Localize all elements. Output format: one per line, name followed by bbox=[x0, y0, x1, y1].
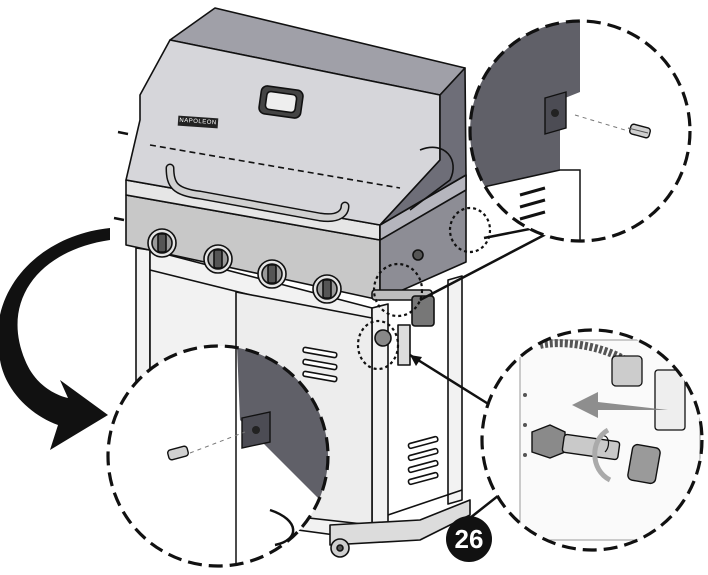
bottom-shelf bbox=[329, 499, 471, 546]
locator-valve bbox=[372, 262, 424, 318]
control-knob-detail bbox=[627, 443, 661, 485]
locator-circles bbox=[356, 206, 492, 371]
curved-arrow-rotation-detail bbox=[592, 427, 612, 483]
part-number-callout: 26 bbox=[446, 516, 492, 562]
detail-circle-valve bbox=[480, 328, 704, 552]
arrow-head-detail bbox=[410, 355, 422, 366]
frame-screw-left-bottom bbox=[113, 216, 125, 222]
knob-2 bbox=[203, 244, 233, 274]
control-knobs bbox=[147, 228, 342, 304]
screw-lower bbox=[167, 445, 189, 461]
locator-lower-valve bbox=[356, 319, 400, 371]
detail-circle-lower bbox=[106, 344, 330, 568]
knob-3 bbox=[257, 259, 287, 289]
vent-slots bbox=[302, 346, 439, 486]
curved-arrow-icon bbox=[0, 228, 110, 450]
frame-screw-left-top bbox=[117, 130, 129, 136]
valve-nut bbox=[531, 424, 566, 459]
detail-circle-upper bbox=[468, 19, 692, 243]
knob-4 bbox=[312, 274, 342, 304]
spark-electrode bbox=[561, 433, 621, 461]
knob-1 bbox=[147, 228, 177, 258]
arrow-left-icon bbox=[572, 392, 668, 418]
screw-upper bbox=[627, 123, 651, 139]
locator-upper-right bbox=[448, 206, 492, 254]
